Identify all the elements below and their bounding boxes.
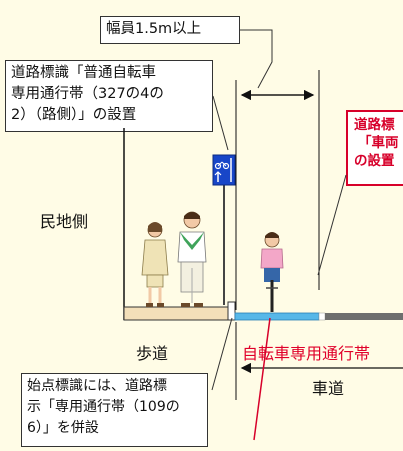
width-label-box: 幅員1.5m以上 (100, 16, 240, 44)
sidewalk-label: 歩道 (136, 344, 169, 363)
sign-note-line-1: 道路標識「普通自転車 (11, 65, 156, 81)
sign-note-leader (212, 95, 229, 151)
start-note-leader (211, 317, 233, 391)
width-leader-line (240, 29, 273, 89)
start-note-line-3: 6）」を併設 (27, 420, 99, 436)
width-label: 幅員1.5m以上 (106, 21, 202, 37)
bike-lane-label: 自転車専用通行帯 (242, 344, 371, 363)
bike-lane-surface (234, 312, 320, 321)
pedestrian-man-icon (177, 211, 207, 307)
sign-note-line-3: 2）（路側）」の設置 (11, 107, 137, 123)
road-surface (325, 313, 403, 320)
bicycle-lane-sign-icon (212, 154, 236, 186)
bike-lane-red-leader (253, 317, 271, 441)
start-note-line-2: 示「専用通行帯（109の (27, 399, 180, 415)
road-marking-note-line-1: 道路標 (354, 117, 395, 133)
roadway-label: 車道 (312, 379, 345, 398)
start-note-box: 始点標識には、道路標 示「専用通行帯（109の 6）」を併設 (21, 373, 208, 447)
pedestrian-woman-icon (141, 222, 169, 307)
road-marking-note-line-2: 「車両 (358, 135, 399, 151)
private-side-label: 民地側 (40, 212, 89, 231)
road-marking-note-line-3: の設置 (354, 153, 395, 169)
cyclist-icon (260, 232, 284, 312)
sidewalk-surface (123, 306, 235, 321)
sign-note-line-2: 専用通行帯（327の4の (11, 86, 164, 102)
curb (227, 301, 236, 321)
lane-white-line (318, 312, 326, 321)
road-marking-note-leader (317, 174, 347, 276)
start-note-line-1: 始点標識には、道路標 (27, 378, 167, 394)
road-marking-note-box: 道路標 「車両 の設置 (346, 110, 403, 186)
sign-note-box: 道路標識「普通自転車 専用通行帯（327の4の 2）（路側）」の設置 (5, 60, 213, 132)
